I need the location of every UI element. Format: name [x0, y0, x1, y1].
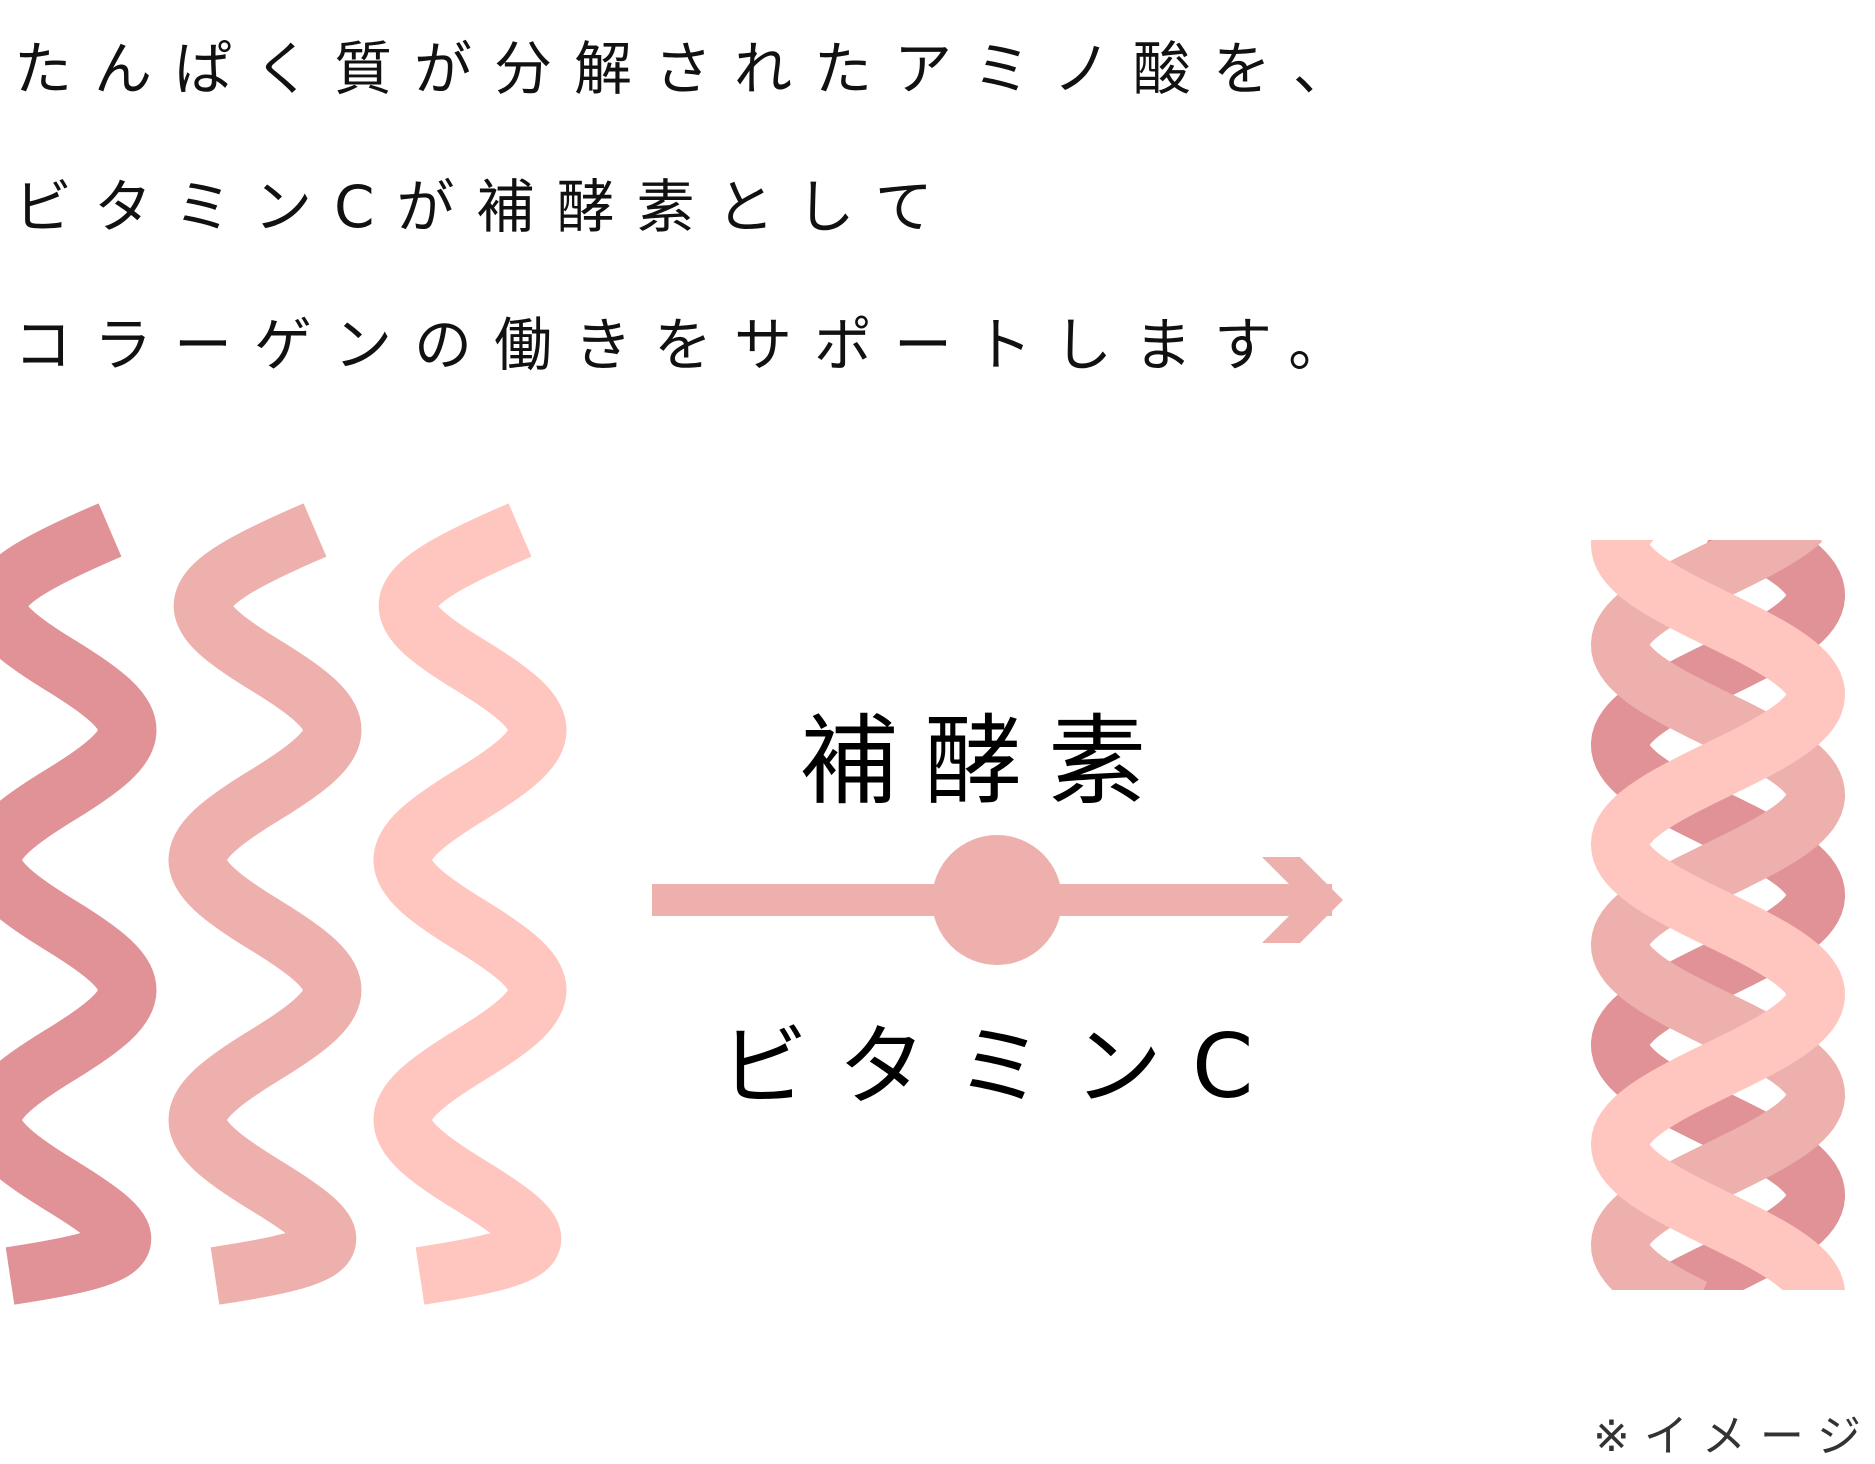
- helix-strand-mid: [1590, 540, 1846, 1290]
- conversion-arrow: 補酵素 ビタミンC: [652, 705, 1343, 1118]
- helix-strand-light: [1590, 540, 1845, 1290]
- arrow-head: [1262, 857, 1343, 943]
- coenzyme-circle: [932, 835, 1062, 965]
- vitamin-c-label: ビタミンC: [720, 1015, 1283, 1118]
- headline-line-1: たんぱく質が分解されたアミノ酸を、: [14, 35, 1373, 103]
- amino-acid-strands: [0, 503, 567, 1305]
- headline-text: たんぱく質が分解されたアミノ酸を、 ビタミンCが補酵素として コラーゲンの働きを…: [14, 0, 1373, 414]
- image-note: ※イメージ: [1593, 1411, 1875, 1462]
- coenzyme-label: 補酵素: [800, 705, 1172, 819]
- wavy-strand-light: [373, 503, 567, 1305]
- headline-line-2: ビタミンCが補酵素として: [14, 173, 955, 241]
- wavy-strand-dark: [0, 503, 157, 1305]
- wavy-strand-mid: [168, 503, 362, 1305]
- collagen-triple-helix: [1590, 540, 1846, 1290]
- headline-line-3: コラーゲンの働きをサポートします。: [14, 311, 1369, 379]
